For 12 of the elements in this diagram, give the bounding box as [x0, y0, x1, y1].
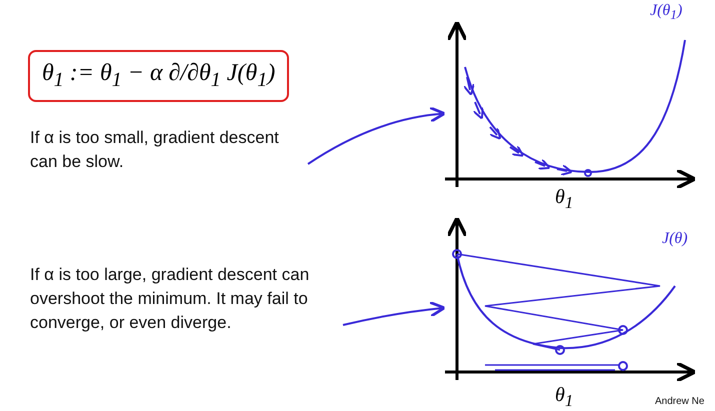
curve-label: J(θ) — [662, 230, 688, 248]
note-text: If α is too small, gradient descent can be slow. — [30, 126, 300, 174]
author-credit: Andrew Ne — [655, 396, 704, 408]
formula-box: θ$_{1}$ := θ$_{1}$ − α ∂/∂θ$_{1}$ J(θ$_{1}$) — [28, 50, 290, 102]
axis-label: θ$_{1}$ — [555, 384, 574, 411]
chart-drawing — [445, 20, 697, 190]
curve-label: J(θ$_{1}$) — [650, 2, 682, 24]
arrow — [342, 300, 446, 326]
axis-label: θ$_{1}$ — [555, 186, 574, 213]
note-text: If α is too large, gradient descent can overshoot the minimum. It may fail to converge, or even diverge. — [30, 263, 335, 335]
chart-drawing — [445, 216, 697, 383]
arrow — [307, 106, 446, 165]
